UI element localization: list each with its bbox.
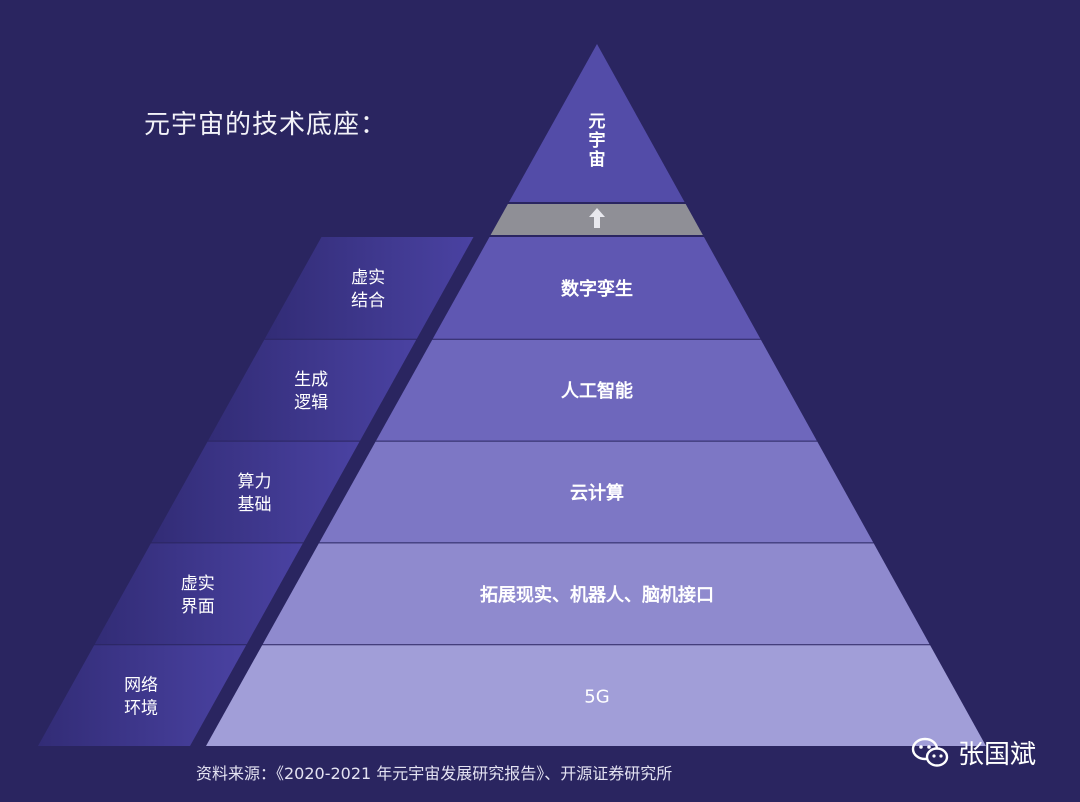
side-label-band	[151, 441, 360, 543]
wechat-icon	[911, 737, 949, 767]
side-label: 生成逻辑	[294, 370, 328, 413]
watermark: 张国斌	[910, 734, 1036, 771]
side-label-band	[94, 543, 303, 645]
pyramid-layer	[319, 441, 874, 543]
pyramid-layer-label: 人工智能	[561, 380, 633, 402]
side-label: 虚实界面	[181, 574, 215, 617]
pyramid-layer	[376, 339, 817, 441]
source-note: 资料来源：《2020-2021 年元宇宙发展研究报告》、开源证券研究所	[196, 764, 673, 783]
side-label: 虚实结合	[351, 268, 385, 311]
side-label: 算力基础	[237, 472, 271, 515]
watermark-text: 张国斌	[958, 740, 1037, 770]
side-label-band	[208, 339, 417, 441]
apex-label: 元宇宙	[589, 112, 606, 170]
pyramid-layer-label: 拓展现实、机器人、脑机接口	[480, 584, 714, 606]
side-label-band	[38, 645, 247, 746]
side-label-band	[264, 237, 474, 339]
side-label: 网络环境	[124, 676, 158, 719]
pyramid-layer	[262, 543, 930, 645]
pyramid-layer	[432, 237, 761, 339]
pyramid-layer-label: 云计算	[570, 482, 624, 504]
apex-triangle	[508, 44, 685, 202]
up-arrow-icon	[589, 208, 605, 228]
page-title: 元宇宙的技术底座：	[144, 110, 388, 140]
pyramid-layer	[206, 645, 986, 746]
pyramid-layer-label: 数字孪生	[561, 278, 633, 300]
pyramid-layer-label: 5G	[584, 687, 609, 708]
